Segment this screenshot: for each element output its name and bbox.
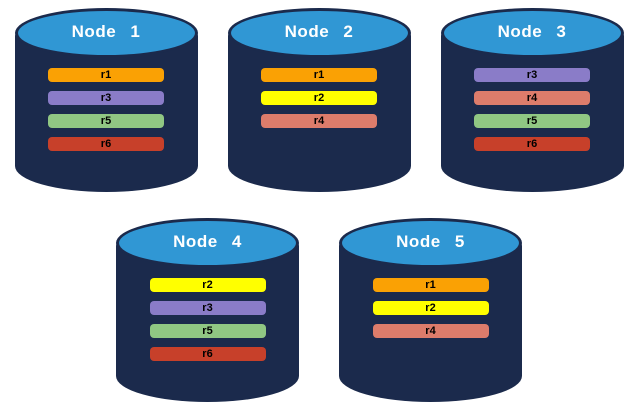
node-cylinder-node-1: Node 1 r1 r3 r5 r6 (14, 8, 198, 192)
cylinder-top-ellipse: Node 5 (339, 218, 522, 268)
replica-bar-r6: r6 (474, 137, 590, 151)
replica-bar-r6: r6 (48, 137, 164, 151)
node-title: Node 5 (396, 232, 465, 251)
replica-bar-r3: r3 (149, 301, 266, 315)
replica-bar-list: r1 r2 r4 (228, 68, 411, 128)
replica-bar-r3: r3 (474, 68, 590, 82)
cylinder-top-ellipse: Node 2 (227, 8, 411, 58)
replica-bar-r5: r5 (149, 324, 266, 338)
cylinder-body (339, 242, 522, 402)
replica-bar-r5: r5 (474, 114, 590, 128)
node-row-bottom: Node 4 r2 r3 r5 r6 Node 5 r1 r2 r4 (0, 218, 638, 402)
node-cylinder-node-4: Node 4 r2 r3 r5 r6 (116, 218, 299, 402)
replica-bar-r4: r4 (261, 114, 377, 128)
replica-bar-r4: r4 (372, 324, 489, 338)
replica-bar-list: r1 r3 r5 r6 (15, 68, 198, 151)
node-title: Node 1 (71, 22, 141, 41)
node-title: Node 4 (173, 232, 242, 251)
cylinder-body (227, 32, 411, 192)
cylinder-body (440, 32, 624, 192)
cylinder-top-ellipse: Node 3 (440, 8, 624, 58)
node-cylinder-node-5: Node 5 r1 r2 r4 (339, 218, 522, 402)
node-cylinder-node-2: Node 2 r1 r2 r4 (227, 8, 411, 192)
replica-bar-r2: r2 (261, 91, 377, 105)
node-title: Node 3 (497, 22, 567, 41)
replica-bar-r2: r2 (372, 301, 489, 315)
node-title: Node 2 (284, 22, 354, 41)
replica-bar-r6: r6 (149, 347, 266, 361)
replica-bar-r2: r2 (149, 278, 266, 292)
replica-bar-r3: r3 (48, 91, 164, 105)
replica-bar-r1: r1 (372, 278, 489, 292)
cylinder-top-ellipse: Node 4 (116, 218, 299, 268)
replica-bar-r1: r1 (48, 68, 164, 82)
replica-bar-list: r3 r4 r5 r6 (441, 68, 624, 151)
cylinder-body (116, 242, 299, 402)
replica-bar-r1: r1 (261, 68, 377, 82)
node-row-top: Node 1 r1 r3 r5 r6 Node 2 r1 r2 r4 Node 3 r3 r4 r5 r6 (0, 8, 638, 192)
replica-bar-r5: r5 (48, 114, 164, 128)
cylinder-top-ellipse: Node 1 (14, 8, 198, 58)
replica-bar-r4: r4 (474, 91, 590, 105)
cylinder-body (14, 32, 198, 192)
replica-bar-list: r1 r2 r4 (339, 278, 522, 338)
node-cylinder-node-3: Node 3 r3 r4 r5 r6 (440, 8, 624, 192)
replica-bar-list: r2 r3 r5 r6 (116, 278, 299, 361)
